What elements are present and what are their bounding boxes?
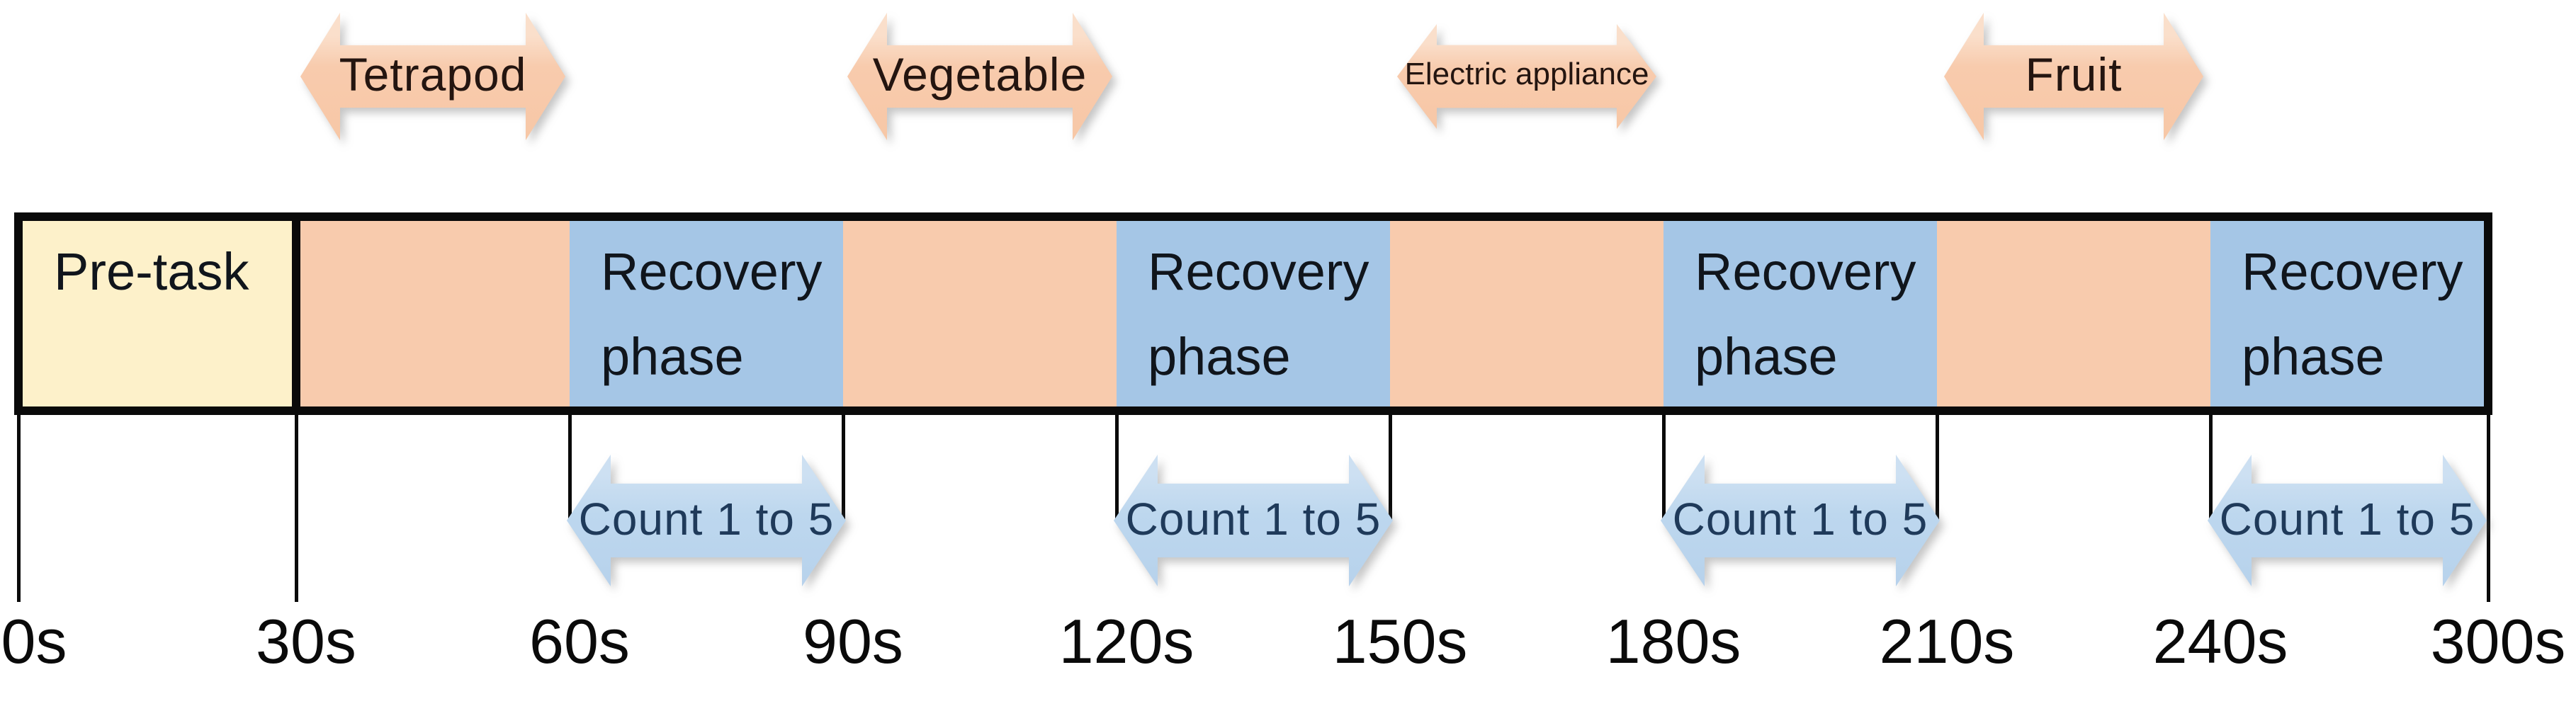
double-arrow-shape: Count 1 to 5 (567, 455, 846, 586)
tick-line-210s (1936, 415, 1939, 521)
axis-label-90s: 90s (803, 606, 903, 676)
task-arrow-label: Electric appliance (1404, 57, 1649, 91)
segment-label (1937, 221, 2210, 406)
task-arrow-label: Fruit (2025, 48, 2123, 101)
segment-label (843, 221, 1117, 406)
tick-line-30s (295, 415, 298, 602)
segment-label: Recovery phase (1695, 242, 1916, 386)
double-arrow-shape: Fruit (1944, 13, 2203, 140)
count-arrow-label: Count 1 to 5 (578, 494, 835, 545)
axis-label-30s: 30s (256, 606, 356, 676)
count-arrow-4: Count 1 to 5 (2208, 455, 2487, 586)
segment-label: Recovery phase (2242, 242, 2463, 386)
segment-task-210s (1937, 221, 2210, 406)
double-arrow-shape: Tetrapod (300, 13, 565, 140)
tick-line-240s (2209, 415, 2213, 521)
axis-label-150s: 150s (1332, 606, 1468, 676)
count-arrow-1: Count 1 to 5 (567, 455, 846, 586)
segment-label: Recovery phase (601, 242, 823, 386)
count-arrow-3: Count 1 to 5 (1661, 455, 1940, 586)
count-arrow-2: Count 1 to 5 (1114, 455, 1393, 586)
tick-line-150s (1389, 415, 1392, 521)
tick-line-120s (1115, 415, 1119, 521)
segment-label (296, 221, 570, 406)
count-arrow-label: Count 1 to 5 (1672, 494, 1928, 545)
axis-label-300s: 300s (2430, 606, 2566, 676)
segment-task-90s (843, 221, 1117, 406)
timeline-bar: Pre-task Recovery phase Recovery phase Reco… (14, 212, 2492, 415)
segment-task-150s (1390, 221, 1663, 406)
axis-label-240s: 240s (2152, 606, 2288, 676)
double-arrow-shape: Electric appliance (1397, 24, 1656, 129)
tick-line-300s (2487, 415, 2490, 602)
task-arrow-tetrapod: Tetrapod (300, 13, 565, 140)
segment-task-30s (296, 221, 570, 406)
double-arrow-shape: Count 1 to 5 (2208, 455, 2487, 586)
segment-pretask-0s: Pre-task (23, 221, 296, 406)
tick-line-180s (1662, 415, 1666, 521)
segment-label: Pre-task (54, 242, 249, 301)
segment-label: Recovery phase (1148, 242, 1369, 386)
tick-line-0s (17, 415, 21, 602)
double-arrow-shape: Count 1 to 5 (1661, 455, 1940, 586)
count-arrow-label: Count 1 to 5 (2219, 494, 2475, 545)
axis-label-180s: 180s (1605, 606, 1741, 676)
axis-label-0s: 0s (1, 606, 67, 676)
tick-line-60s (568, 415, 572, 521)
tick-line-90s (842, 415, 845, 521)
pretask-task-divider (292, 221, 300, 406)
axis-label-210s: 210s (1879, 606, 2015, 676)
axis-label-120s: 120s (1058, 606, 1194, 676)
task-arrow-label: Vegetable (872, 48, 1088, 101)
segment-label (1390, 221, 1663, 406)
axis-label-60s: 60s (529, 606, 630, 676)
double-arrow-shape: Vegetable (847, 13, 1112, 140)
task-arrow-fruit: Fruit (1944, 13, 2203, 140)
task-arrow-electric-appliance: Electric appliance (1397, 24, 1656, 129)
segment-recovery-60s: Recovery phase (570, 221, 843, 406)
count-arrow-label: Count 1 to 5 (1125, 494, 1382, 545)
segment-recovery-240s: Recovery phase (2210, 221, 2484, 406)
double-arrow-shape: Count 1 to 5 (1114, 455, 1393, 586)
task-arrow-vegetable: Vegetable (847, 13, 1112, 140)
segment-recovery-180s: Recovery phase (1663, 221, 1937, 406)
segment-recovery-120s: Recovery phase (1117, 221, 1390, 406)
task-arrow-label: Tetrapod (339, 48, 527, 101)
